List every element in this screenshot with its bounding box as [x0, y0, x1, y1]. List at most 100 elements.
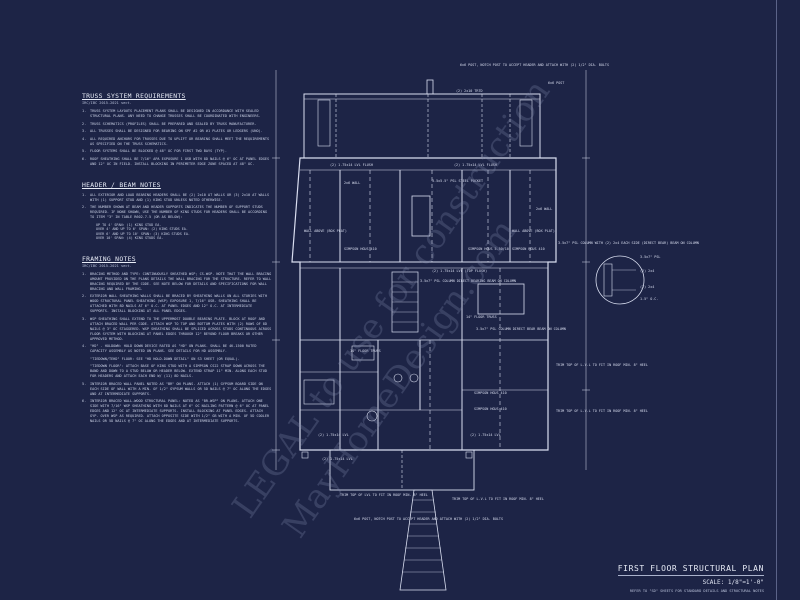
framing-notes-heading: FRAMING NOTES — [82, 254, 136, 263]
column-detail — [595, 255, 645, 305]
callout-psl-col: 3.5x7" PSL COLUMN DIRECT BEARING BEAM ON… — [420, 279, 516, 283]
framing-note-item: "TIEDOWN FLOOR": ATTACH BASE OF KING STU… — [82, 364, 272, 379]
framing-note-item: 2.EXTERIOR WALL SHEATHING WALLS SHALL BE… — [82, 294, 272, 314]
truss-note-item-number: 6. — [82, 156, 87, 161]
front-stairs — [399, 489, 447, 591]
truss-note-item-number: 5. — [82, 149, 87, 153]
truss-note-item-text: ALL TRUSSES SHALL BE DESIGNED FOR BEARIN… — [90, 129, 263, 133]
truss-note-item-number: 4. — [82, 136, 87, 141]
callout-trim-r1: TRIM TOP OF L.V.L TO FIT IN ROOF MIN. 8"… — [556, 363, 648, 367]
truss-note-item: 6.ROOF SHEATHING SHALL BE 7/16" APA EXPO… — [82, 157, 272, 167]
truss-note-item-number: 2. — [82, 121, 87, 126]
callout-simpson-3: SIMPSON HGUS 410 — [512, 247, 545, 251]
framing-note-item: 4."HD" - HOLDOWN: HOLD DOWN DEVICE RATED… — [82, 344, 272, 354]
header-notes-heading: HEADER / BEAM NOTES — [82, 180, 161, 189]
truss-note-item-text: TRUSS SCHEMATICS (PROFILES) SHALL BE PRE… — [90, 121, 257, 126]
framing-note-item-number: 5. — [82, 381, 87, 386]
callout-simpson-1: SIMPSON HGUS 410 — [344, 247, 377, 251]
callout-top-post-r: 6x6 POST — [548, 81, 564, 85]
framing-note-item-number: 6. — [82, 399, 87, 404]
header-note-item: 2.THE NUMBER SHOWN AT BEAM AND HEADER SU… — [82, 205, 272, 220]
header-notes-subitems: UP TO 4' SPAN: (1) KING STUD EA.OVER 4' … — [82, 223, 272, 241]
header-notes-list: 1.ALL EXTERIOR AND LOAD BEARING HEADERS … — [82, 193, 272, 221]
title-block: FIRST FLOOR STRUCTURAL PLAN SCALE: 1/8"=… — [560, 556, 764, 593]
general-notes: TRUSS SYSTEM REQUIREMENTS IRC/IBC 2015-2… — [82, 92, 272, 438]
framing-notes-list: 1.BRACING METHOD AND TYPE: CONTINUOUSLY … — [82, 272, 272, 425]
callout-wall-l: 2x6 WALL — [344, 181, 360, 185]
framing-note-item-text: WSP SHEATHING SHALL EXTEND TO THE UPPERM… — [90, 316, 272, 341]
truss-note-item: 4.ALL REQUIRED ANCHORS FOR TRUSSES DUE T… — [82, 137, 272, 147]
framing-note-item-number: 1. — [82, 271, 87, 276]
truss-notes-heading: TRUSS SYSTEM REQUIREMENTS — [82, 92, 186, 100]
framing-note-item-number: 4. — [82, 344, 87, 349]
plan-refer-note: REFER TO "SD" SHEETS FOR STANDARD DETAIL… — [629, 589, 764, 593]
truss-note-item-text: ROOF SHEATHING SHALL BE 7/16" APA EXPOSU… — [90, 156, 270, 166]
framing-note-item-text: INTERIOR BRACED WALL PANEL NOTED AS "BR"… — [90, 381, 272, 396]
framing-note-item-text: "TIEDOWN FLOOR": ATTACH BASE OF KING STU… — [90, 364, 268, 379]
header-notes: HEADER / BEAM NOTES 1.ALL EXTERIOR AND L… — [82, 181, 272, 241]
plan-title: FIRST FLOOR STRUCTURAL PLAN — [617, 564, 764, 576]
framing-note-item-text: "TIEDOWN/TEHD" FLOOR: SEE "HD HOLD-DOWN … — [90, 356, 240, 361]
truss-note-item: 2.TRUSS SCHEMATICS (PROFILES) SHALL BE P… — [82, 122, 272, 127]
detail-label-b: (2) 2x4 — [640, 269, 654, 273]
framing-note-item-text: EXTERIOR WALL SHEATHING WALLS SHALL BE B… — [90, 294, 268, 314]
callout-trim-bot-l: TRIM TOP OF LVL TO FIT IN ROOF MIN. 8" H… — [340, 493, 428, 497]
detail-label-c: (2) 2x4 — [640, 285, 654, 289]
truss-note-item-number: 3. — [82, 129, 87, 133]
truss-notes-list: 1.TRUSS SYSTEM LAYOUTS PLACEMENT PLANS S… — [82, 109, 272, 167]
header-note-subitem: OVER 10' SPAN: (4) KING STUDS EA. — [96, 236, 164, 241]
framing-notes-sub: IRC/IBC 2015-2021 sect. — [82, 263, 132, 268]
header-note-subitem: OVER 4' AND UP TO 6' SPAN: (2) KING STUD… — [96, 227, 188, 232]
detail-label-d: 1.5" O.C. — [640, 297, 658, 301]
callout-col-r: 3.5x7" PSL COLUMN WITH (2) 2x4 EACH SIDE… — [558, 241, 699, 245]
callout-top-header: (2) 2x10 TRTD — [456, 89, 483, 93]
watermark-line-2: LEGAL to use for construction — [225, 73, 559, 526]
header-note-item: 1.ALL EXTERIOR AND LOAD BEARING HEADERS … — [82, 193, 272, 203]
callout-top-post: 6x6 POST, NOTCH POST TO ACCEPT HEADER AN… — [460, 63, 609, 67]
callout-wall-above-r: WALL ABOVE (BOX PLAT) — [512, 229, 555, 233]
truss-note-item-text: TRUSS SYSTEM LAYOUTS PLACEMENT PLANS SHA… — [90, 109, 261, 118]
truss-note-item-text: FLOOR SYSTEMS SHALL BE BLOCKED @ 48" OC … — [90, 149, 227, 153]
framing-note-item: 1.BRACING METHOD AND TYPE: CONTINUOUSLY … — [82, 272, 272, 292]
truss-note-item: 1.TRUSS SYSTEM LAYOUTS PLACEMENT PLANS S… — [82, 109, 272, 119]
callout-floor-truss-l: 14" FLOOR TRUSS — [350, 349, 381, 353]
framing-note-item: 3.WSP SHEATHING SHALL EXTEND TO THE UPPE… — [82, 317, 272, 342]
framing-note-item-text: INTERIOR BRACED WALL-WOOD STRUCTURAL PAN… — [90, 399, 270, 424]
framing-note-item-text: "HD" - HOLDOWN: HOLD DOWN DEVICE RATED A… — [90, 344, 257, 354]
framing-note-item: 6.INTERIOR BRACED WALL-WOOD STRUCTURAL P… — [82, 399, 272, 424]
callout-post-bot: 6x6 POST, NOTCH POST TO ACCEPT HEADER AN… — [354, 517, 503, 521]
callout-lvl-bot-lbl: (2) 1.75x14 LVL — [322, 457, 353, 461]
framing-note-item-number: 2. — [82, 294, 87, 299]
header-note-subitem: UP TO 4' SPAN: (1) KING STUD EA. — [96, 222, 162, 227]
truss-notes-sub: IRC/IBC 2015-2021 sect. — [82, 101, 132, 105]
framing-note-item: "TIEDOWN/TEHD" FLOOR: SEE "HD HOLD-DOWN … — [82, 357, 272, 362]
callout-psl-col2: 3.5x7" PSL COLUMN DIRECT BEAR BEAM ON CO… — [476, 327, 566, 331]
header-note-item-text: ALL EXTERIOR AND LOAD BEARING HEADERS SH… — [90, 192, 270, 202]
callout-mid-beam-r: (2) 1.75x14 LVL FLUSH — [454, 163, 497, 167]
watermark: MayHomeDesign.com LEGAL to use for const… — [225, 73, 559, 546]
callout-lvl-bot-r: (2) 1.75x14 LVL — [470, 433, 501, 437]
truss-notes: TRUSS SYSTEM REQUIREMENTS IRC/IBC 2015-2… — [82, 92, 272, 167]
callout-trim-r2: TRIM TOP OF L.V.L TO FIT IN ROOF MIN. 8"… — [556, 409, 648, 413]
truss-note-item: 5.FLOOR SYSTEMS SHALL BE BLOCKED @ 48" O… — [82, 149, 272, 154]
framing-note-item-text: BRACING METHOD AND TYPE: CONTINUOUSLY SH… — [90, 271, 272, 291]
callout-wall-above-l: WALL ABOVE (BOX PLAT) — [304, 229, 347, 233]
callout-lvl-bot-l: (2) 1.75x14 LVL — [318, 433, 349, 437]
callout-trim-bot-r: TRIM TOP OF L.V.L TO FIT IN ROOF MIN. 8"… — [452, 497, 544, 501]
framing-notes: FRAMING NOTES IRC/IBC 2015-2021 sect. 1.… — [82, 255, 272, 425]
callout-wall-r: 2x6 WALL — [536, 207, 552, 211]
sheet-border — [776, 0, 777, 600]
framing-note-item-number: 3. — [82, 316, 87, 321]
framing-note-item: 5.INTERIOR BRACED WALL PANEL NOTED AS "B… — [82, 382, 272, 397]
header-note-item-number: 1. — [82, 192, 87, 197]
truss-note-item-number: 1. — [82, 109, 87, 113]
header-note-item-text: THE NUMBER SHOWN AT BEAM AND HEADER SUPP… — [90, 205, 268, 219]
callout-simpson-5: SIMPSON HGUS 410 — [474, 407, 507, 411]
detail-label-a: 3.5x7" PSL — [640, 255, 660, 259]
callout-lvl-top: (2) 1.75x14 LVL (TOP FLUSH) — [432, 269, 487, 273]
header-note-item-number: 2. — [82, 205, 87, 209]
callout-mid-beam-l: (2) 1.75x14 LVL FLUSH — [330, 163, 373, 167]
plan-scale: SCALE: 1/8"=1'-0" — [702, 579, 764, 586]
